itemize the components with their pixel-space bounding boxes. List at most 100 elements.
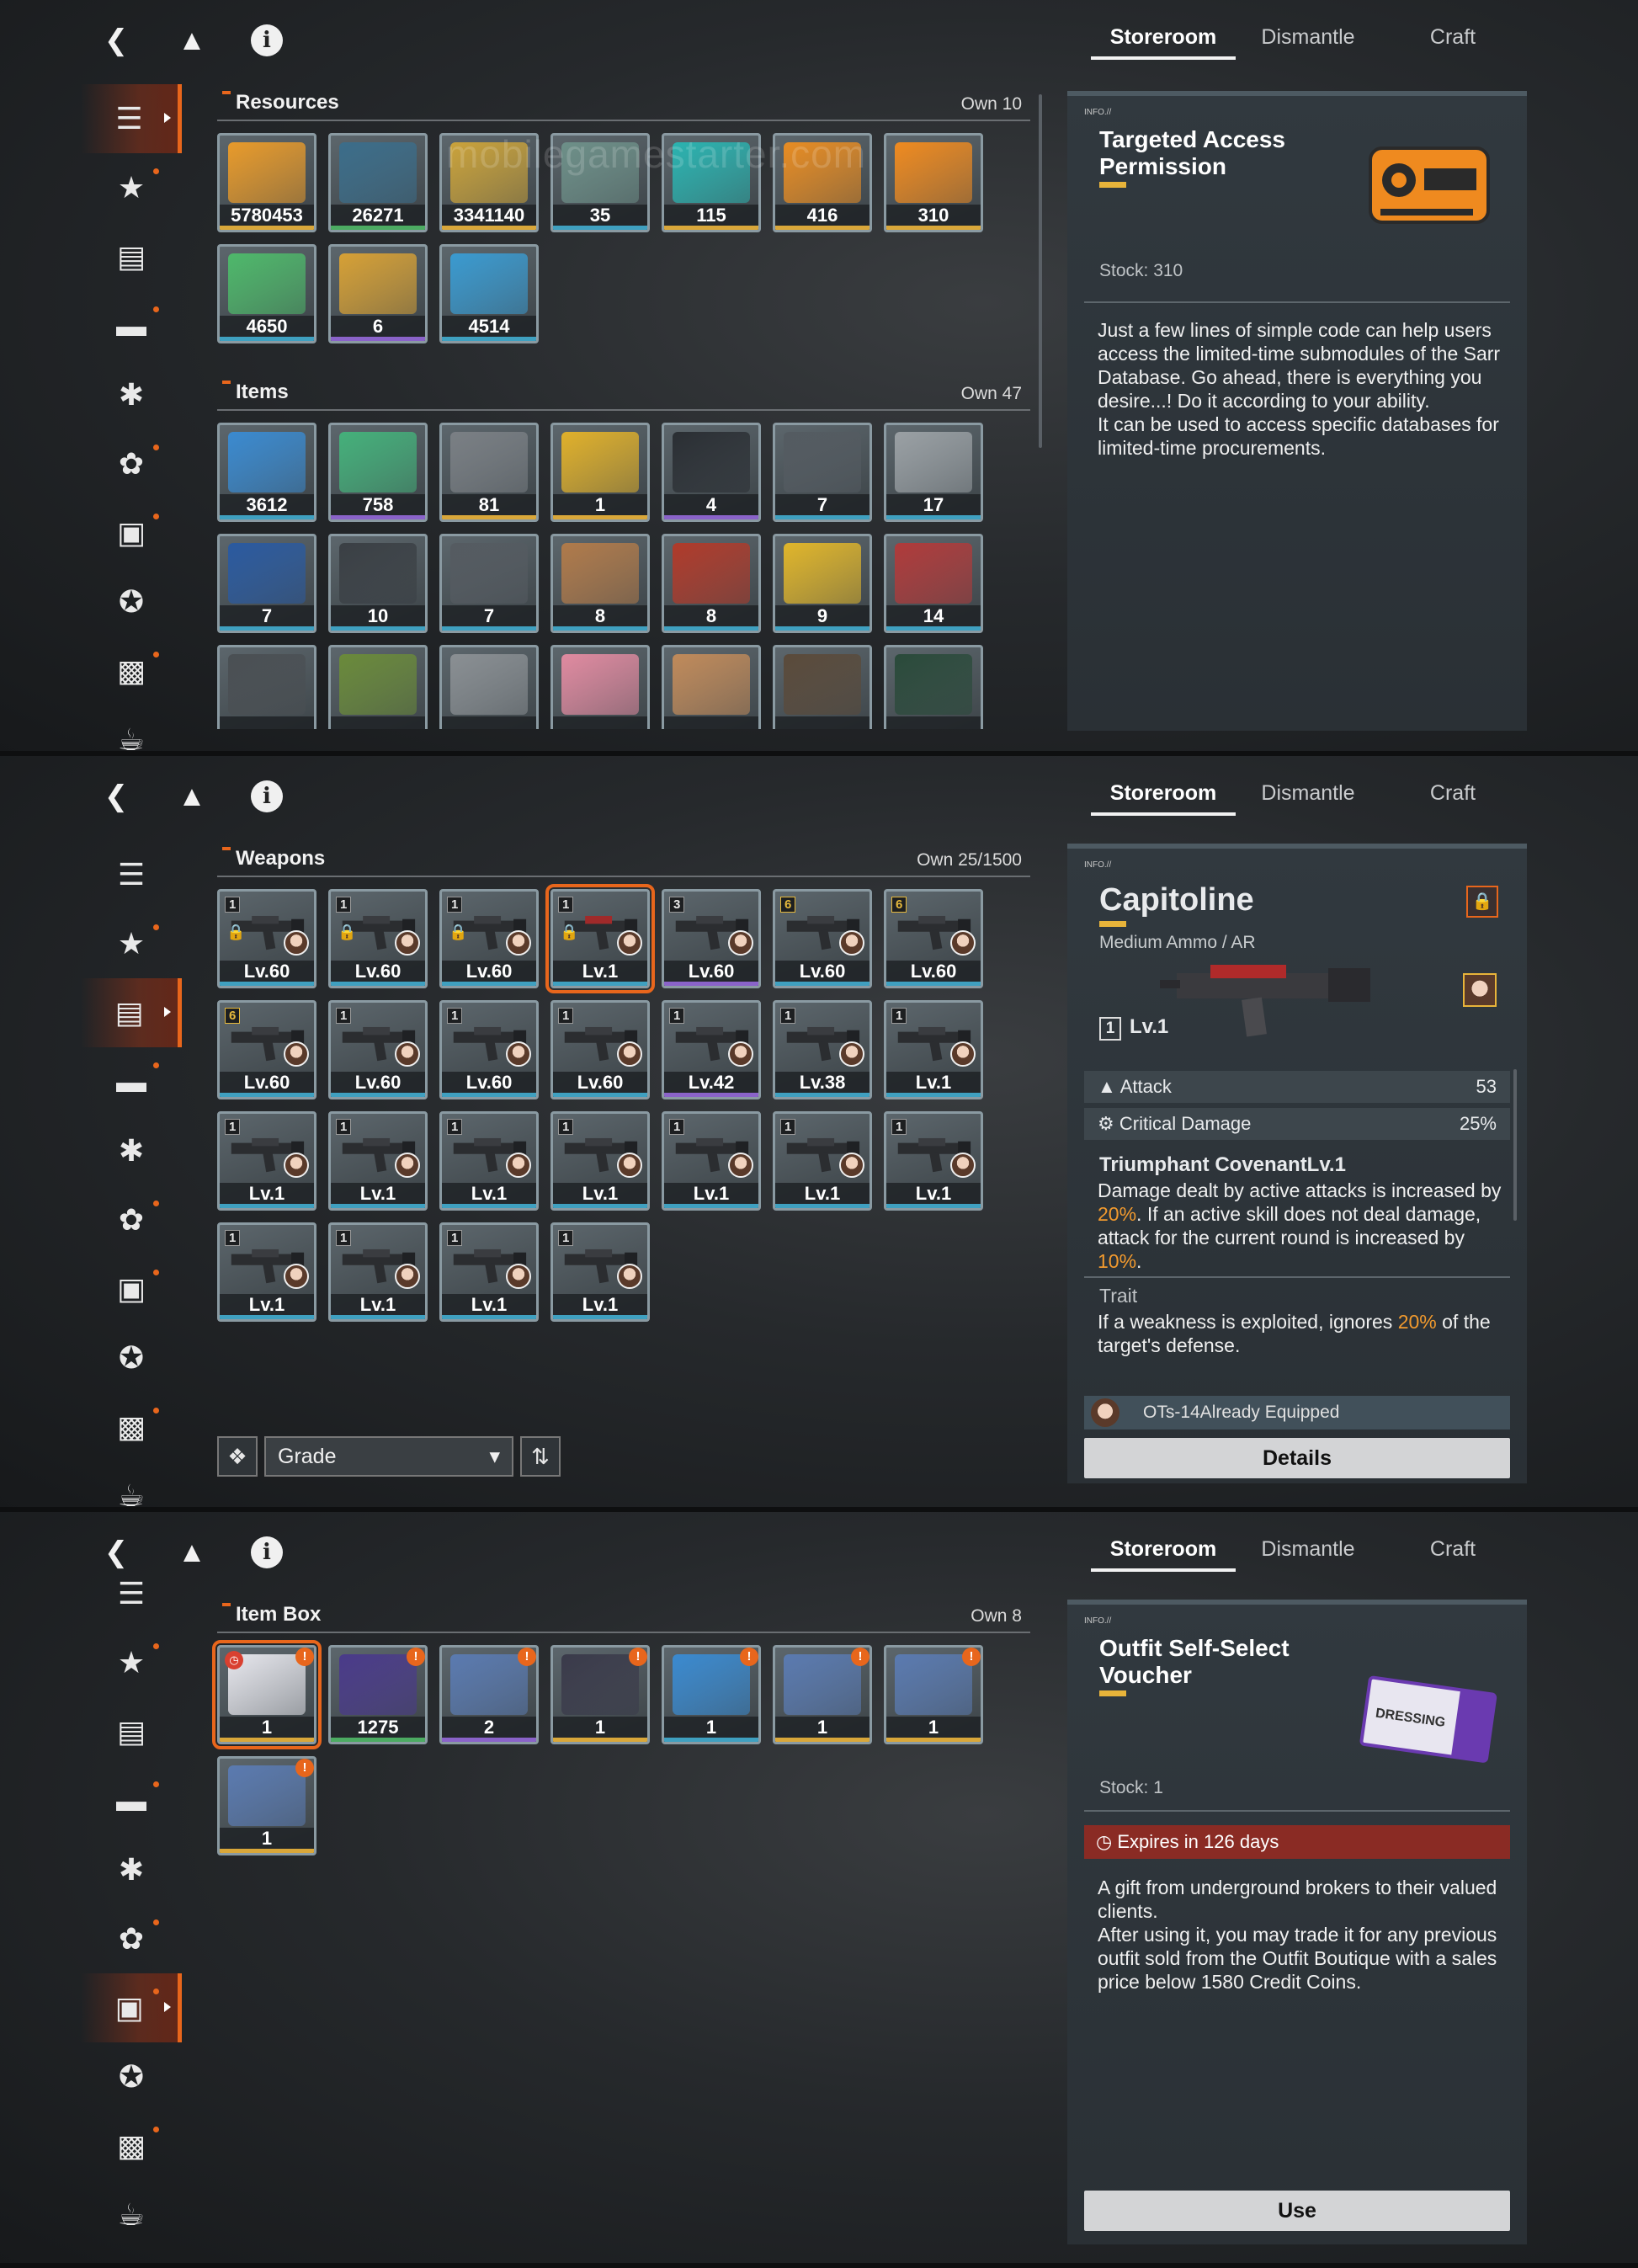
sidebar-item-pinwheel[interactable]: ✱ [81,360,182,429]
sort-select[interactable]: Grade▾ [264,1436,513,1477]
itembox-tile[interactable]: !1 [773,1645,872,1744]
sidebar-item-ammo[interactable]: ▬ [81,291,182,360]
scrollbar[interactable] [1513,1069,1517,1221]
sidebar-item-gun[interactable]: ▤ [81,1697,182,1766]
sidebar-item-stripes[interactable]: ▩ [81,636,182,705]
itembox-tile[interactable]: !1 [550,1645,650,1744]
resource-tile[interactable]: 115 [662,133,761,232]
item-tile[interactable] [328,645,428,729]
sidebar-item-flower[interactable]: ✿ [81,429,182,498]
tab-storeroom[interactable]: Storeroom [1091,1537,1236,1572]
info-button[interactable]: i [251,24,283,56]
itembox-tile[interactable]: !1 [884,1645,983,1744]
sidebar-item-layers[interactable]: ☰ [81,1559,182,1628]
weapon-tile[interactable]: 1🔒Lv.60 [328,889,428,988]
tab-craft[interactable]: Craft [1429,1537,1476,1561]
resource-tile[interactable]: 310 [884,133,983,232]
item-tile[interactable]: 7 [439,534,539,633]
back-icon[interactable]: ❮ [104,1536,129,1568]
tab-dismantle[interactable]: Dismantle [1261,781,1355,805]
item-tile[interactable] [662,645,761,729]
sidebar-item-stripes[interactable]: ▩ [81,2111,182,2180]
item-tile[interactable] [217,645,316,729]
sidebar-item-bowl[interactable]: ☕ [81,1461,182,1512]
tab-storeroom[interactable]: Storeroom [1091,781,1236,816]
sidebar-item-box[interactable]: ▣ [81,1973,182,2042]
info-button[interactable]: i [251,1536,283,1568]
details-button[interactable]: Details [1084,1438,1510,1478]
sort-order-icon[interactable]: ⇅ [520,1436,561,1477]
item-tile[interactable]: 4 [662,423,761,522]
tab-dismantle[interactable]: Dismantle [1261,25,1355,49]
sidebar-item-ammo[interactable]: ▬ [81,1766,182,1835]
item-tile[interactable]: 10 [328,534,428,633]
sidebar-item-star-badge[interactable]: ★ [81,153,182,222]
sidebar-item-bowl[interactable]: ☕ [81,705,182,756]
sidebar-item-star-circle[interactable]: ✪ [81,567,182,636]
item-tile[interactable]: 17 [884,423,983,522]
triangle-logo-icon[interactable]: ▲ [178,1536,206,1568]
item-tile[interactable]: 7 [217,534,316,633]
sidebar-item-star-circle[interactable]: ✪ [81,2042,182,2111]
sidebar-item-pinwheel[interactable]: ✱ [81,1835,182,1904]
sidebar-item-layers[interactable]: ☰ [81,84,182,153]
tab-craft[interactable]: Craft [1429,25,1476,49]
triangle-logo-icon[interactable]: ▲ [178,780,206,812]
weapon-tile[interactable]: 1🔒Lv.1 [545,884,655,993]
resource-tile[interactable]: 5780453 [217,133,316,232]
item-tile[interactable]: 14 [884,534,983,633]
resource-tile[interactable]: 35 [550,133,650,232]
itembox-tile[interactable]: !1 [217,1756,316,1855]
item-tile[interactable]: 7 [773,423,872,522]
item-tile[interactable]: 1 [550,423,650,522]
sidebar-item-box[interactable]: ▣ [81,1254,182,1323]
tab-dismantle[interactable]: Dismantle [1261,1537,1355,1561]
item-tile[interactable]: 9 [773,534,872,633]
scrollbar[interactable] [1039,94,1042,448]
sidebar-item-flower[interactable]: ✿ [81,1904,182,1973]
resource-tile[interactable]: 6 [328,244,428,343]
resource-tile[interactable]: 4650 [217,244,316,343]
tab-storeroom[interactable]: Storeroom [1091,25,1236,60]
sidebar-item-bowl[interactable]: ☕ [81,2180,182,2249]
item-tile[interactable] [884,645,983,729]
sidebar-item-star-circle[interactable]: ✪ [81,1323,182,1392]
back-icon[interactable]: ❮ [104,24,129,56]
resource-tile[interactable]: 4514 [439,244,539,343]
sidebar-item-star-badge[interactable]: ★ [81,909,182,978]
resource-tile[interactable]: 3341140 [439,133,539,232]
lock-icon[interactable]: 🔒 [1466,886,1498,918]
sidebar-item-layers[interactable]: ☰ [81,840,182,909]
sidebar-item-gun[interactable]: ▤ [81,222,182,291]
sidebar-item-gun[interactable]: ▤ [81,978,182,1047]
triangle-logo-icon[interactable]: ▲ [178,24,206,56]
tab-craft[interactable]: Craft [1429,781,1476,805]
back-icon[interactable]: ❮ [104,780,129,812]
weapon-tile[interactable]: 1🔒Lv.60 [439,889,539,988]
item-tile[interactable] [773,645,872,729]
sidebar-item-stripes[interactable]: ▩ [81,1392,182,1461]
item-tile[interactable]: 3612 [217,423,316,522]
item-tile[interactable]: 8 [550,534,650,633]
info-button[interactable]: i [251,780,283,812]
